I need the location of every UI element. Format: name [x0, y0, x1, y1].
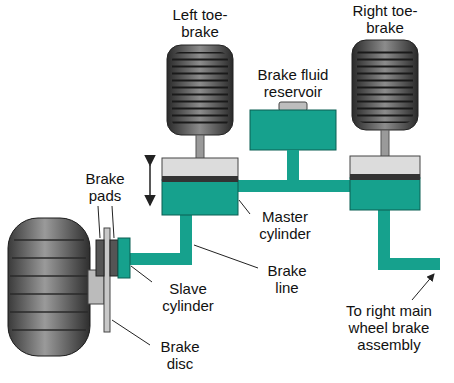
left-pedal — [167, 45, 233, 161]
reservoir — [250, 102, 336, 182]
right-master-cylinder — [350, 156, 420, 210]
note-label: To right main wheel brake assembly — [330, 302, 448, 353]
line-label: Brake line — [260, 262, 314, 296]
right-pedal — [352, 40, 418, 158]
reservoir-label: Brake fluid reservoir — [246, 66, 340, 100]
cylinder-label: Master cylinder — [250, 208, 320, 242]
brake-disc-shape — [104, 228, 110, 332]
pedal-label: Right toe-brake — [345, 2, 425, 36]
left-master-cylinder — [162, 158, 238, 215]
cylinder-label: Slave cylinder — [152, 280, 224, 314]
pedal-label: Left toe-brake — [160, 6, 240, 40]
pads-label: Brake pads — [72, 170, 138, 204]
disc-label: Brake disc — [152, 338, 208, 372]
travel-arrow — [149, 165, 151, 205]
wheel — [8, 218, 130, 356]
